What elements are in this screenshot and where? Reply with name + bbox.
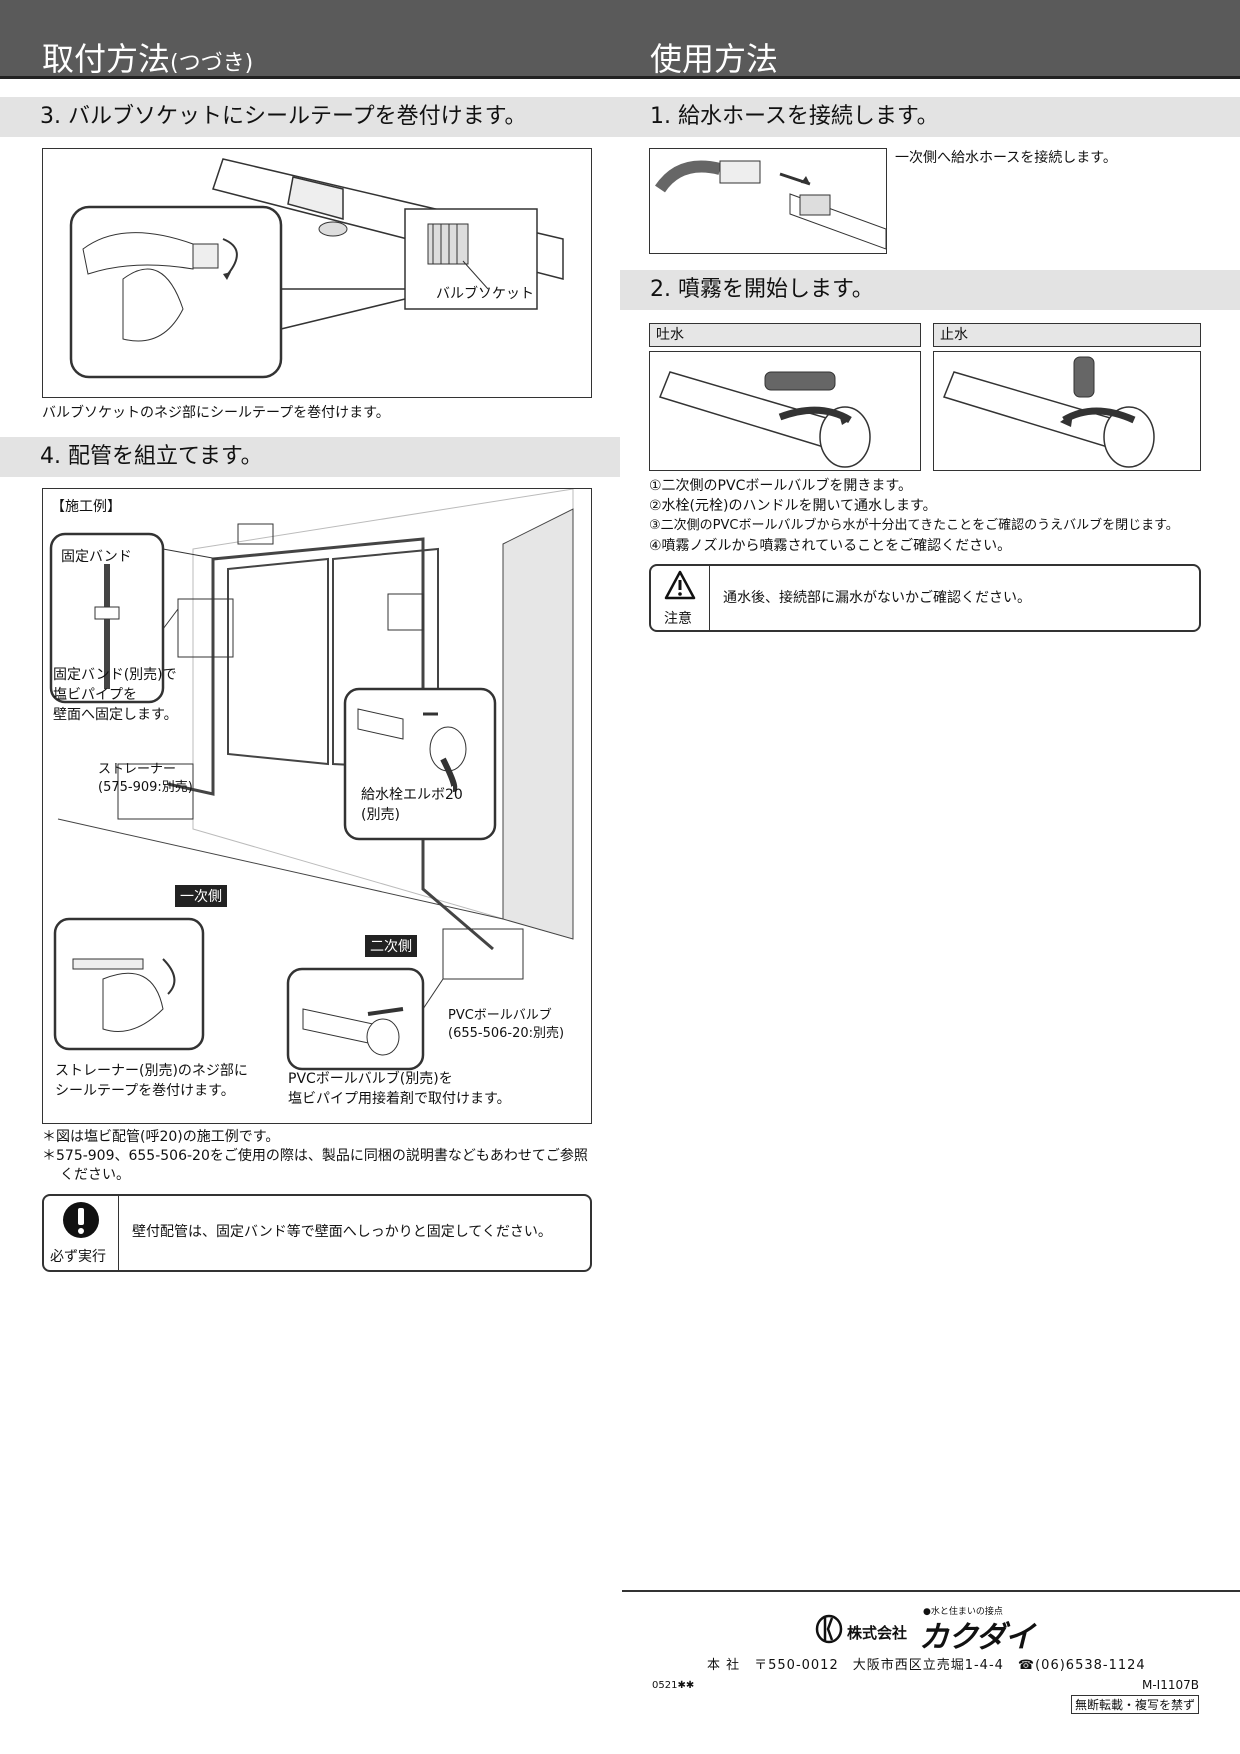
fixed-band-label: 固定バンド: [61, 549, 132, 565]
strainer-note: ストレーナー(別売)のネジ部に シールテープを巻付けます。: [55, 1063, 248, 1099]
document-number: M-I1107B: [1142, 1678, 1199, 1692]
step4-heading-bar: 4. 配管を組立てます。: [0, 437, 620, 477]
hose-connection-illustration: [649, 148, 887, 254]
use-step1-heading: 1. 給水ホースを接続します。: [650, 104, 939, 129]
instruction-1: ①二次側のPVCボールバルブを開きます。: [649, 478, 912, 494]
step4-heading: 4. 配管を組立てます。: [40, 444, 263, 469]
step3-caption: バルブソケットのネジ部にシールテープを巻付けます。: [42, 405, 390, 421]
company-address: 本 社 〒550-0012 大阪市西区立売堀1-4-4 ☎(06)6538-11…: [707, 1658, 1146, 1673]
step3-heading-bar: 3. バルブソケットにシールテープを巻付けます。: [0, 97, 620, 137]
valve-open-illustration: [649, 351, 921, 471]
company-prefix: 株式会社: [847, 1624, 908, 1642]
right-page-title: 使用方法: [650, 40, 779, 78]
copyright-notice: 無断転載・複写を禁ず: [1071, 1695, 1200, 1714]
use-step2-heading: 2. 噴霧を開始します。: [650, 277, 874, 302]
primary-side-label: 一次側: [175, 885, 227, 907]
valve-close-diagram: [943, 356, 1155, 468]
company-tagline: ●水と住まいの接点: [923, 1607, 1003, 1617]
caution-icon-label: 注意: [664, 611, 692, 627]
faucet-elbow-label: 給水栓エルボ20 (別売): [361, 787, 463, 823]
instruction-2: ②水栓(元栓)のハンドルを開いて通水します。: [649, 498, 937, 514]
mandatory-icon-label: 必ず実行: [50, 1249, 106, 1265]
header-underline: [0, 76, 1240, 79]
secondary-side-label: 二次側: [365, 935, 417, 957]
exclamation-circle-icon: [63, 1202, 99, 1238]
use-step2-heading-bar: 2. 噴霧を開始します。: [620, 270, 1240, 310]
panel-close-header: 止水: [933, 323, 1201, 347]
mandatory-warning-text: 壁付配管は、固定バンド等で壁面へしっかりと固定してください。: [132, 1224, 552, 1240]
caution-box: 注意 通水後、接続部に漏水がないかご確認ください。: [649, 564, 1201, 632]
footer-divider: [622, 1590, 1240, 1592]
header-bar: [0, 0, 1240, 78]
note-3: ください。: [60, 1167, 130, 1183]
document-code: 0521✱✱: [652, 1680, 695, 1691]
valve-socket-callout: バルブソケット: [436, 286, 534, 302]
use-step2-instructions: ①二次側のPVCボールバルブを開きます。 ②水栓(元栓)のハンドルを開いて通水し…: [649, 476, 1229, 556]
fixed-band-note: 固定バンド(別売)で 塩ビパイプを 壁面へ固定します。: [53, 667, 178, 723]
installation-notes: ＊図は塩ビ配管(呼20)の施工例です。 ＊575-909、655-506-20を…: [42, 1128, 602, 1185]
company-name: カクダイ: [919, 1620, 1035, 1655]
left-page-title: 取付方法(つづき): [42, 40, 254, 78]
valve-open-diagram: [659, 371, 871, 468]
step3-pipe-diagram: [69, 158, 564, 379]
kakudai-logo-icon: [815, 1614, 843, 1644]
caution-icon-panel: 注意: [651, 566, 710, 630]
hose-connector-diagram: [655, 160, 887, 250]
step4-illustration: 【施工例】 固定バンド 固定バンド(別売)で 塩ビパイプを 壁面へ固定します。 …: [42, 488, 592, 1124]
panel-close-label: 止水: [940, 327, 968, 343]
use-step1-heading-bar: 1. 給水ホースを接続します。: [620, 97, 1240, 137]
strainer-label: ストレーナー (575-909:別売): [98, 762, 193, 795]
step3-illustration: バルブソケット: [42, 148, 592, 398]
caution-text: 通水後、接続部に漏水がないかご確認ください。: [723, 590, 1031, 606]
mandatory-icon-panel: 必ず実行: [44, 1196, 119, 1270]
panel-open-label: 吐水: [656, 327, 684, 343]
step3-heading: 3. バルブソケットにシールテープを巻付けます。: [40, 104, 527, 129]
note-2: ＊575-909、655-506-20をご使用の際は、製品に同梱の説明書などもあ…: [42, 1148, 588, 1164]
company-logo: ●水と住まいの接点 株式会社 カクダイ: [815, 1604, 1055, 1655]
installation-example-diagram: [49, 488, 574, 1071]
warning-triangle-icon: [664, 570, 696, 600]
pvc-valve-label: PVCボールバルブ (655-506-20:別売): [448, 1008, 565, 1041]
installation-example-label: 【施工例】: [51, 499, 121, 515]
instruction-3: ③二次側のPVCボールバルブから水が十分出てきたことをご確認のうえバルブを閉じま…: [649, 518, 1179, 533]
note-1: ＊図は塩ビ配管(呼20)の施工例です。: [42, 1129, 280, 1145]
pvc-valve-note: PVCボールバルブ(別売)を 塩ビパイプ用接着剤で取付けます。: [288, 1071, 511, 1107]
mandatory-warning-box: 必ず実行 壁付配管は、固定バンド等で壁面へしっかりと固定してください。: [42, 1194, 592, 1272]
instruction-4: ④噴霧ノズルから噴霧されていることをご確認ください。: [649, 538, 1012, 554]
use-step1-text: 一次側へ給水ホースを接続します。: [895, 150, 1117, 166]
valve-close-illustration: [933, 351, 1201, 471]
panel-open-header: 吐水: [649, 323, 921, 347]
